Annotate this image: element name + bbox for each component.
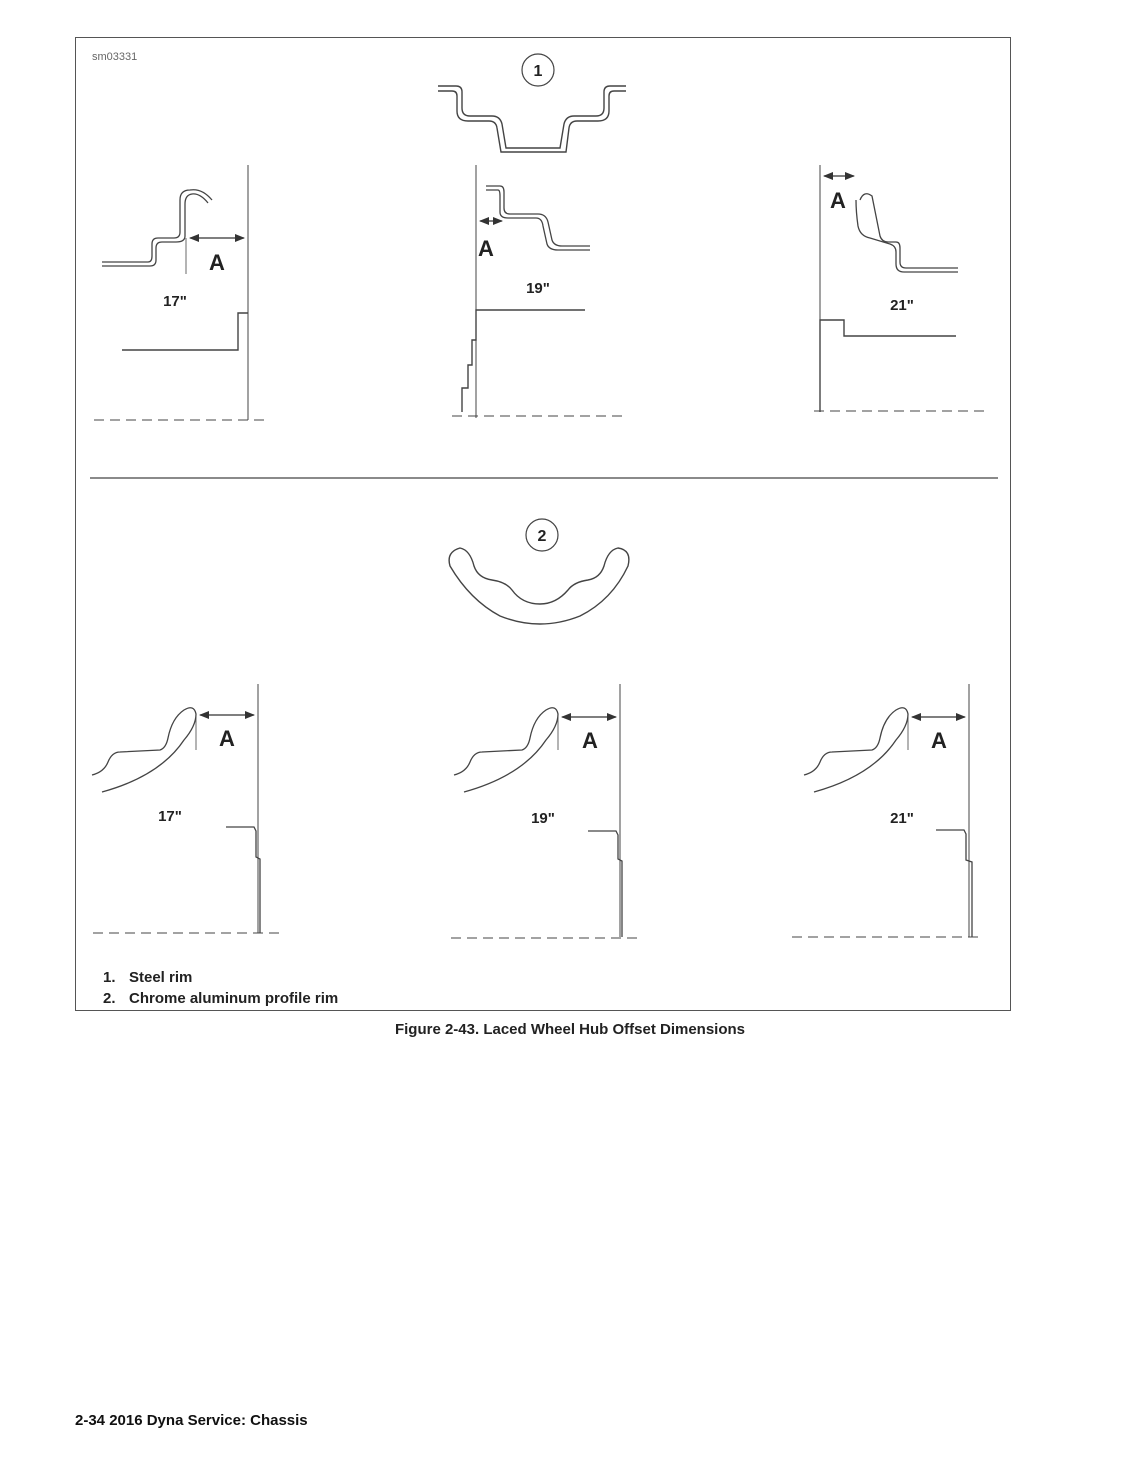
figure-frame bbox=[75, 37, 1011, 1011]
legend-number: 1. bbox=[103, 969, 116, 986]
aluminum-17-detail bbox=[91, 684, 280, 934]
dimension-a-label: A bbox=[478, 236, 494, 261]
size-label-19: 19" bbox=[531, 810, 555, 827]
aluminum-19-detail bbox=[451, 684, 642, 939]
svg-text:1: 1 bbox=[534, 63, 543, 80]
callout-2: 2 bbox=[525, 518, 559, 552]
figure-id: sm03331 bbox=[92, 51, 138, 63]
steel-17-detail bbox=[94, 165, 266, 421]
steel-19-detail bbox=[452, 165, 622, 418]
size-label-17: 17" bbox=[158, 808, 182, 825]
dimension-a-label: A bbox=[209, 250, 225, 275]
legend-text: Steel rim bbox=[129, 969, 193, 986]
size-label-19: 19" bbox=[526, 280, 550, 297]
size-label-17: 17" bbox=[163, 293, 187, 310]
dimension-a-label: A bbox=[582, 728, 598, 753]
dimension-a-label: A bbox=[219, 726, 235, 751]
size-label-21: 21" bbox=[890, 810, 914, 827]
figure-caption: Figure 2-43. Laced Wheel Hub Offset Dime… bbox=[394, 1021, 746, 1038]
callout-1: 1 bbox=[521, 53, 555, 87]
steel-21-detail bbox=[814, 165, 984, 412]
steel-rim-profile bbox=[438, 85, 626, 153]
dimension-a-label: A bbox=[830, 188, 846, 213]
dimension-a-label: A bbox=[931, 728, 947, 753]
legend-item-2: 2. Chrome aluminum profile rim bbox=[103, 990, 338, 1007]
page-footer: 2-34 2016 Dyna Service: Chassis bbox=[75, 1412, 308, 1429]
svg-text:2: 2 bbox=[538, 528, 547, 545]
legend-text: Chrome aluminum profile rim bbox=[129, 990, 339, 1007]
aluminum-21-detail bbox=[792, 684, 984, 938]
size-label-21: 21" bbox=[890, 297, 914, 314]
legend-number: 2. bbox=[103, 990, 116, 1007]
legend-item-1: 1. Steel rim bbox=[103, 969, 192, 986]
aluminum-rim-profile bbox=[448, 547, 630, 625]
